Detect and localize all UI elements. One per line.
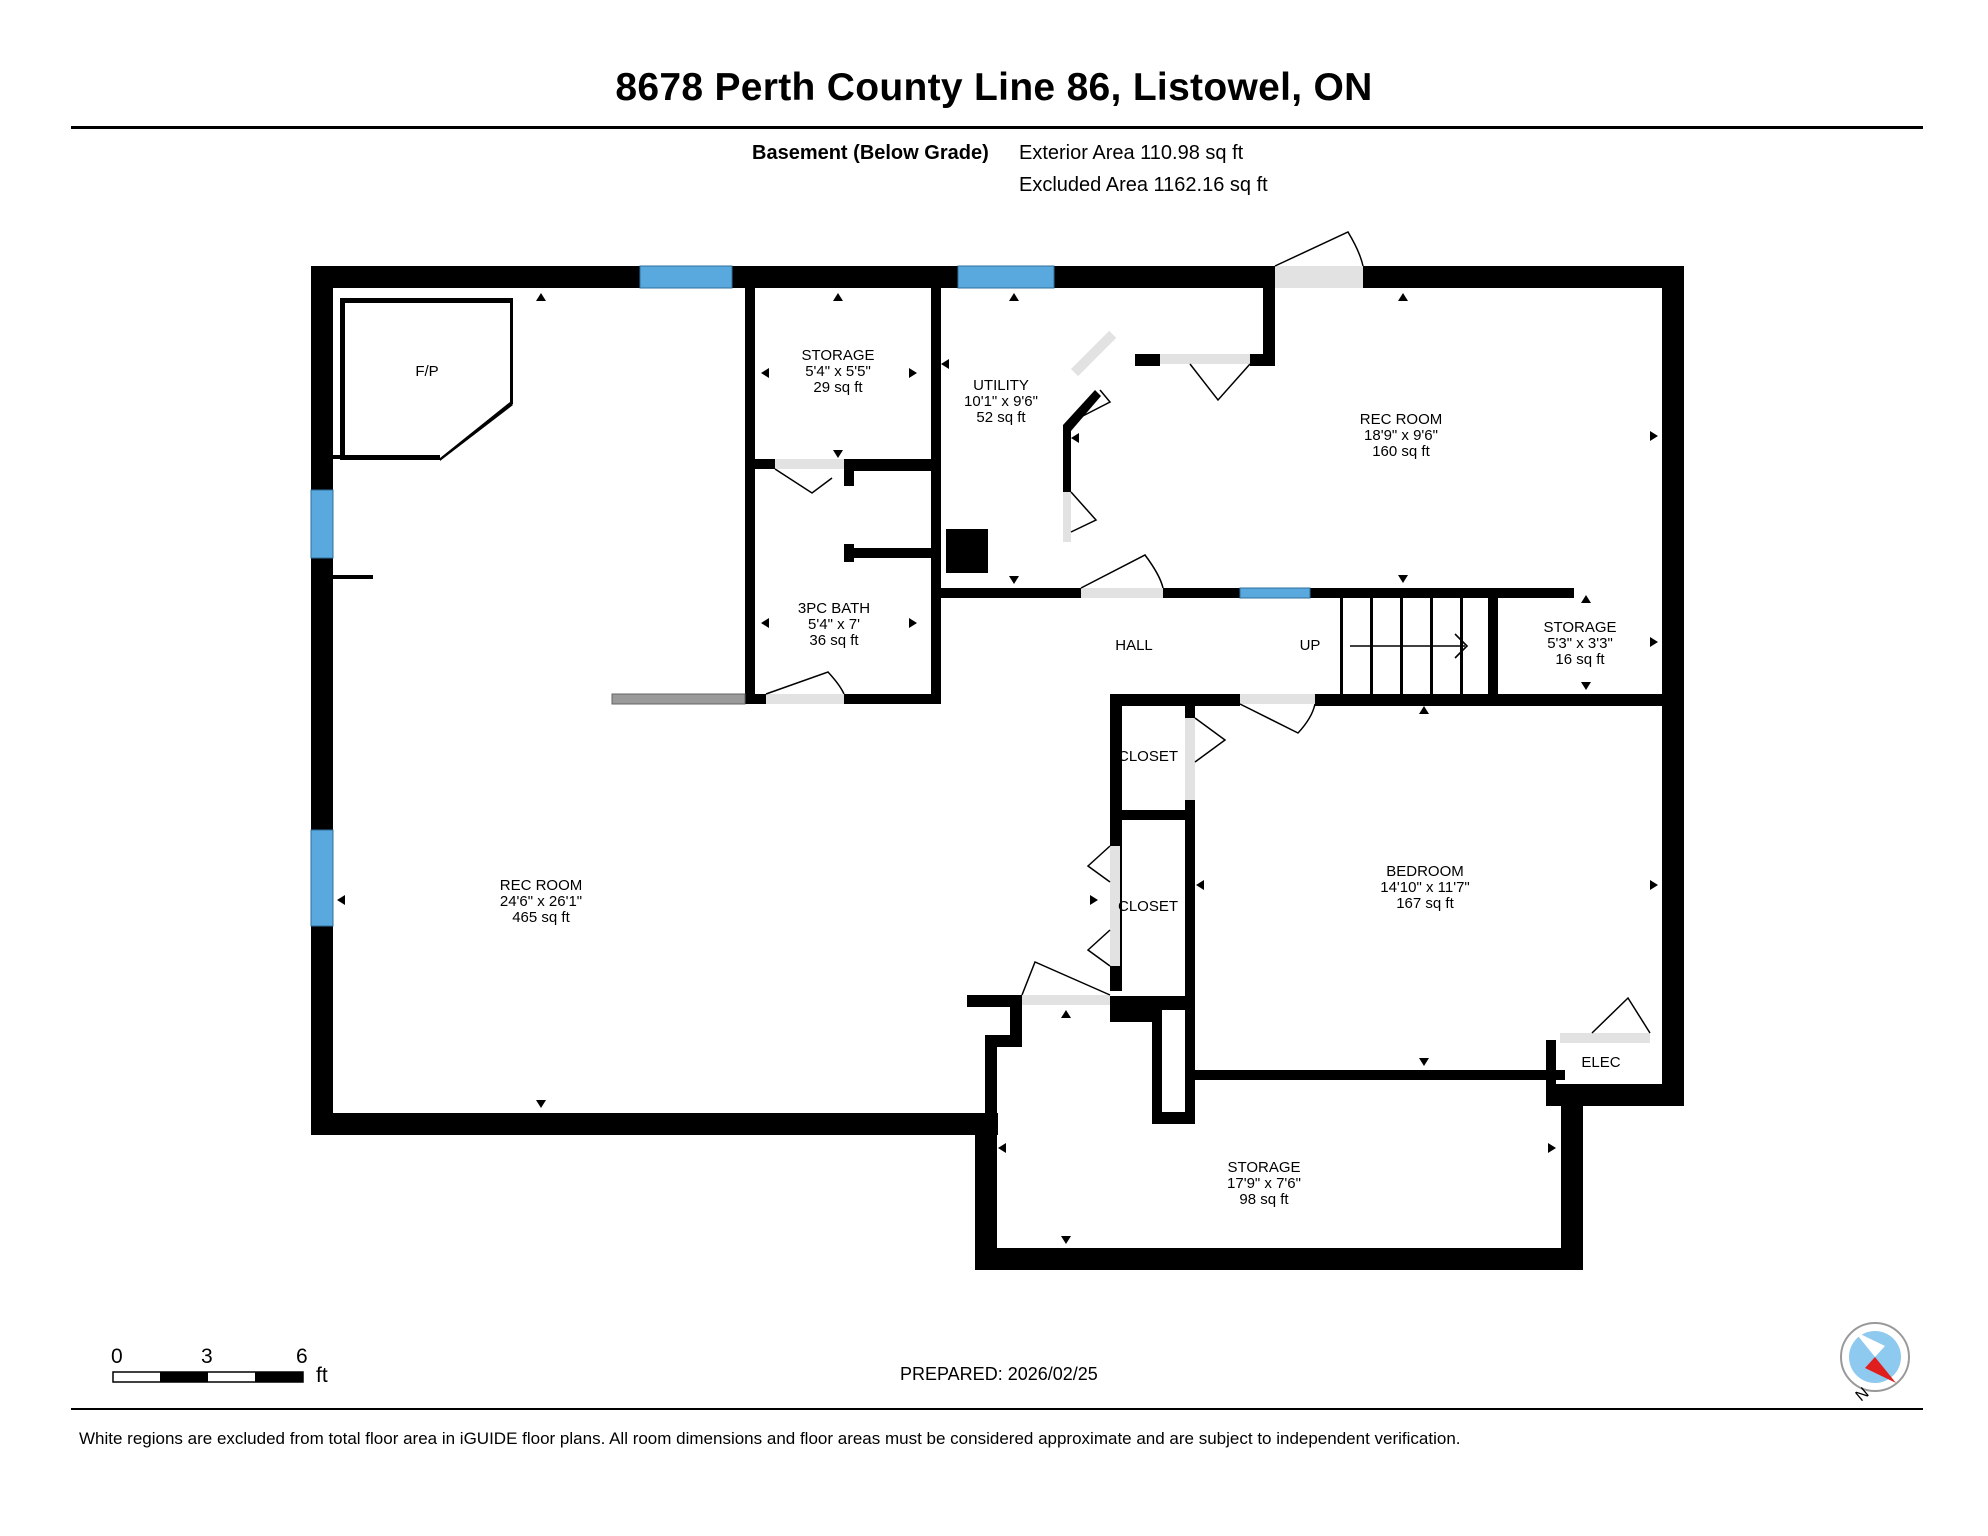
storage-small-name: STORAGE [1543, 619, 1616, 636]
fp-label: F/P [415, 363, 438, 380]
storage-top-dims: 5'4" x 5'5" [805, 363, 871, 380]
rec-room-right-name: REC ROOM [1360, 411, 1443, 428]
utility-dims: 10'1" x 9'6" [964, 393, 1038, 410]
hall-label: HALL [1115, 637, 1153, 654]
up-label: UP [1300, 637, 1321, 654]
bath-dims: 5'4" x 7' [808, 616, 860, 633]
rec-room-main-name: REC ROOM [500, 877, 583, 894]
exterior-area: Exterior Area 110.98 sq ft [1019, 142, 1244, 164]
bath-name: 3PC BATH [798, 600, 870, 617]
rec-room-main-dims: 24'6" x 26'1" [500, 893, 582, 910]
disclaimer: White regions are excluded from total fl… [79, 1429, 1461, 1448]
scale-label-6: 6 [296, 1345, 308, 1368]
storage-top-name: STORAGE [801, 347, 874, 364]
rec-room-main-area: 465 sq ft [512, 909, 570, 926]
bedroom-area: 167 sq ft [1396, 895, 1454, 912]
utility-area: 52 sq ft [976, 409, 1026, 426]
compass-icon: N [1840, 1322, 1910, 1405]
footer-rule [71, 1408, 1923, 1410]
storage-small-dims: 5'3" x 3'3" [1547, 635, 1613, 652]
bedroom-dims: 14'10" x 11'7" [1380, 879, 1470, 896]
rec-room-right-area: 160 sq ft [1372, 443, 1430, 460]
scale-bar [112, 1371, 304, 1383]
scale-label-3: 3 [201, 1345, 213, 1368]
excluded-area: Excluded Area 1162.16 sq ft [1019, 174, 1268, 196]
rec-room-right-dims: 18'9" x 9'6" [1364, 427, 1438, 444]
storage-bottom-area: 98 sq ft [1239, 1191, 1289, 1208]
header-rule [71, 126, 1923, 129]
scale-label-0: 0 [111, 1345, 123, 1368]
storage-bottom-dims: 17'9" x 7'6" [1227, 1175, 1301, 1192]
doors [765, 231, 1651, 1043]
stair-arrow [1350, 633, 1469, 659]
closet-upper-label: CLOSET [1118, 748, 1178, 765]
storage-top-area: 29 sq ft [813, 379, 863, 396]
page-title: 8678 Perth County Line 86, Listowel, ON [615, 66, 1373, 109]
partial-wall [611, 693, 746, 705]
scale-unit: ft [316, 1364, 328, 1387]
storage-small-area: 16 sq ft [1555, 651, 1605, 668]
bedroom-name: BEDROOM [1386, 863, 1464, 880]
windows [310, 265, 1311, 927]
level-name: Basement (Below Grade) [752, 142, 989, 164]
prepared-date: PREPARED: 2026/02/25 [900, 1364, 1098, 1384]
utility-name: UTILITY [973, 377, 1029, 394]
elec-label: ELEC [1581, 1054, 1620, 1071]
closet-lower-label: CLOSET [1118, 898, 1178, 915]
storage-bottom-name: STORAGE [1227, 1159, 1300, 1176]
bath-area: 36 sq ft [809, 632, 859, 649]
dimension-arrows [337, 293, 1658, 1244]
